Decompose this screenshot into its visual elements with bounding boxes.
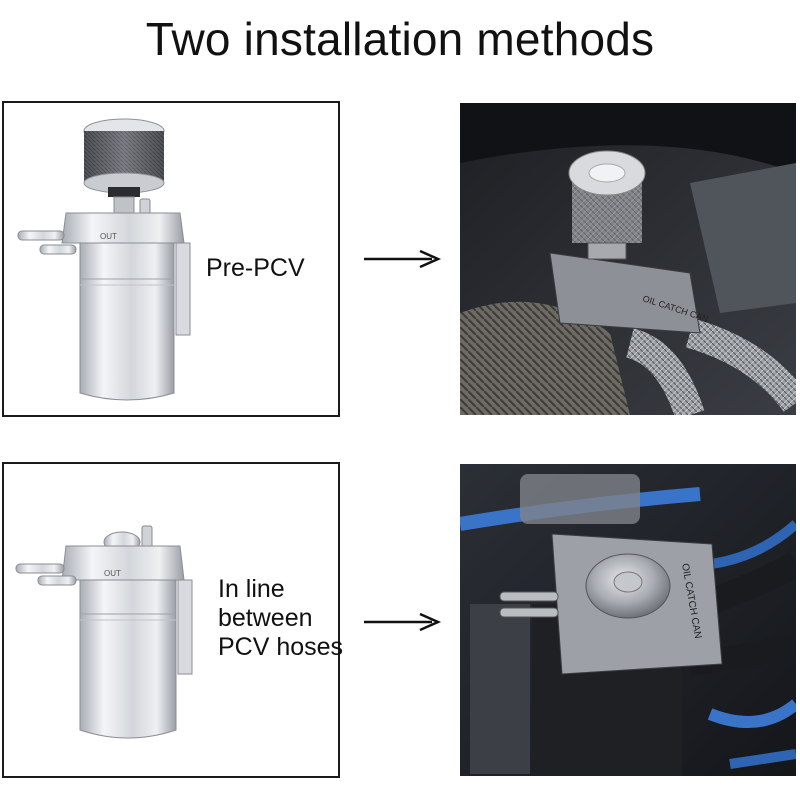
inlet-fitting-1 [15,563,65,574]
arrow-right-icon [364,612,442,632]
inlet-fitting-2 [37,575,77,586]
catch-can-with-filter-illustration: OUT [17,118,191,401]
braided-hose-2 [685,318,796,413]
catch-can-top [549,252,701,334]
hose-clamp [108,187,140,197]
caption-line: In line [218,575,285,603]
catch-can-top-block [61,212,185,244]
engine-component [470,604,530,774]
installed-photo-pre-pcv: OIL CATCH CAN [460,103,796,415]
engine-component [690,163,796,313]
catch-can-cylinder [79,579,177,739]
catch-can-cylinder [79,242,175,401]
out-label: OUT [104,569,121,578]
inlet-fitting-2 [499,607,559,618]
arrow-right-icon [364,249,442,269]
mounting-bracket [177,579,193,675]
hood-shadow [460,103,796,173]
method-caption-pre-pcv: Pre-PCV [206,254,305,283]
catch-can-top-block [61,545,185,581]
out-label: OUT [100,232,117,241]
caption-line: between [218,604,313,632]
installed-photo-inline: OIL CATCH CAN [460,464,796,776]
catch-can-illustration: OUT [15,525,193,739]
caption-line: PCV hoses [218,633,344,661]
product-panel-pre-pcv: OUT [2,101,340,417]
mounting-bracket [175,242,191,336]
inlet-fitting-1 [499,591,559,602]
product-panel-inline: OUT [2,462,340,778]
inlet-fitting-2 [39,244,77,255]
engine-bay-photo-illustration: OIL CATCH CAN [460,464,796,776]
braided-hose-1 [625,328,705,415]
caption-line: Pre-PCV [206,254,305,282]
page-title: Two installation methods [145,13,655,65]
engine-bay-photo-illustration: OIL CATCH CAN [460,103,796,415]
inlet-fitting-1 [17,230,65,241]
intake-air-filter [460,301,630,415]
method-caption-inline: In line between PCV hoses [218,575,343,662]
engine-component [520,474,640,524]
